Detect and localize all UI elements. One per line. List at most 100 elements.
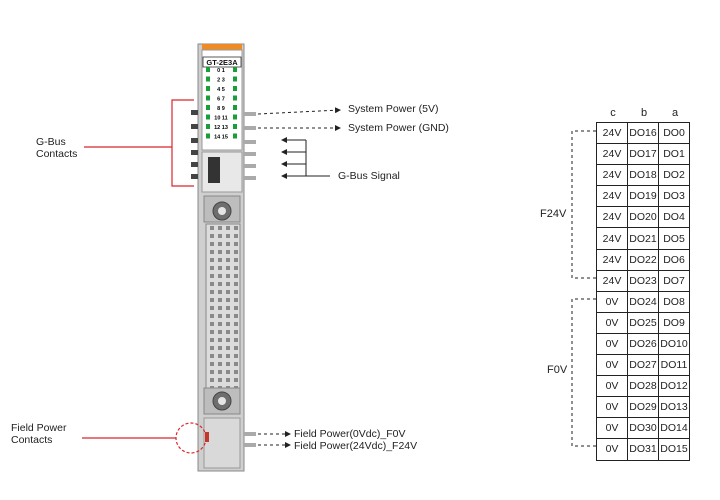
pin-cell-a: DO5	[658, 227, 690, 250]
column-header-a: a	[671, 107, 679, 119]
pin-cell-c: 24V	[596, 227, 628, 250]
pin-cell-a: DO7	[658, 269, 690, 292]
column-header-c: c	[610, 107, 616, 119]
led-indicator	[233, 114, 237, 120]
pin-cell-a: DO4	[658, 206, 690, 229]
pin-cell-c: 0V	[596, 311, 628, 334]
led-indicator	[206, 114, 210, 120]
pin-cell-c: 24V	[596, 143, 628, 166]
pin-cell-a: DO2	[658, 164, 690, 187]
led-indicator	[206, 67, 210, 72]
field-power-contact	[205, 432, 209, 442]
connector-pins	[205, 223, 241, 391]
pin-cell-a: DO15	[658, 438, 690, 461]
system-power-5v-label: System Power (5V)	[348, 103, 439, 115]
module-model: GT-2E3A	[206, 58, 238, 67]
led-label: 0 1	[217, 68, 225, 74]
pin-cell-c: 24V	[596, 206, 628, 229]
pin-cell-c: 0V	[596, 332, 628, 356]
led-pair: 14 15	[206, 133, 237, 141]
callout-arrows	[257, 107, 341, 448]
led-pair: 8 9	[206, 105, 237, 112]
pin-cell-b: DO29	[627, 396, 659, 419]
pin-cell-b: DO22	[627, 248, 659, 271]
pin-cell-b: DO28	[627, 375, 659, 398]
pin-cell-a: DO6	[658, 248, 690, 271]
pin-cell-c: 24V	[596, 269, 628, 292]
led-pair: 6 7	[206, 95, 237, 103]
pin-cell-b: DO19	[627, 185, 659, 208]
pin-cell-b: DO20	[627, 206, 659, 229]
dip-switch	[208, 157, 220, 183]
pin-cell-a: DO14	[658, 417, 690, 440]
led-indicator	[233, 95, 237, 101]
gbus-contacts-label-line1: G-Bus	[36, 136, 66, 148]
led-label: 10 11	[214, 116, 227, 122]
led-indicator	[233, 105, 237, 110]
led-label: 12 13	[214, 125, 228, 131]
pin-cell-c: 24V	[596, 248, 628, 271]
led-indicator	[206, 105, 210, 110]
led-label: 4 5	[217, 87, 225, 93]
led-indicator	[233, 67, 237, 72]
pin-cell-b: DO31	[627, 438, 659, 461]
led-indicator	[233, 124, 237, 129]
gbus-contacts	[84, 99, 198, 187]
field-power-24v-label: Field Power(24Vdc)_F24V	[294, 440, 418, 452]
system-power-gnd-label: System Power (GND)	[348, 122, 449, 134]
led-label: 6 7	[217, 97, 225, 103]
led-indicator	[206, 133, 210, 139]
io-module: GT-2E3A 0 1 2 3 4 5 6 7 8 9 10 11 12 13 14 15	[197, 43, 245, 472]
pin-cell-a: DO12	[658, 375, 690, 398]
gbus-contacts-label: G-Bus Contacts	[36, 136, 77, 160]
led-indicator	[233, 76, 237, 82]
led-pair: 0 1	[206, 67, 237, 74]
pin-cell-c: 0V	[596, 396, 628, 419]
led-pair: 2 3	[206, 76, 237, 84]
group-label-f0v: F0V	[547, 364, 568, 376]
pin-cell-a: DO10	[658, 332, 690, 356]
field-power-contacts-label: Field Power Contacts	[11, 422, 66, 446]
led-pair: 10 11	[206, 114, 237, 122]
pin-cell-b: DO21	[627, 227, 659, 250]
pin-cell-b: DO24	[627, 290, 659, 313]
group-label-f24v: F24V	[540, 208, 567, 220]
field-power-0v-label: Field Power(0Vdc)_F0V	[294, 428, 406, 440]
pin-cell-b: DO18	[627, 164, 659, 187]
pin-cell-b: DO25	[627, 311, 659, 334]
pin-cell-c: 0V	[596, 438, 628, 461]
led-indicator	[206, 76, 210, 82]
led-indicator	[233, 133, 237, 139]
led-indicator	[206, 86, 210, 91]
gbus-contacts-label-line2: Contacts	[36, 148, 78, 160]
group-brackets	[571, 130, 596, 447]
pin-cell-c: 0V	[596, 375, 628, 398]
led-indicator	[233, 86, 237, 91]
pin-cell-b: DO26	[627, 332, 659, 356]
column-header-b: b	[640, 107, 648, 119]
right-contacts	[244, 112, 256, 447]
module-accent-strip	[202, 44, 242, 50]
pin-cell-a: DO9	[658, 311, 690, 334]
pin-cell-a: DO13	[658, 396, 690, 419]
pin-cell-b: DO30	[627, 417, 659, 440]
led-indicator	[206, 124, 210, 129]
led-pair: 12 13	[206, 124, 237, 131]
pin-cell-a: DO0	[658, 121, 690, 145]
pin-cell-c: 24V	[596, 121, 628, 145]
pin-cell-a: DO8	[658, 290, 690, 313]
pin-cell-a: DO1	[658, 143, 690, 166]
